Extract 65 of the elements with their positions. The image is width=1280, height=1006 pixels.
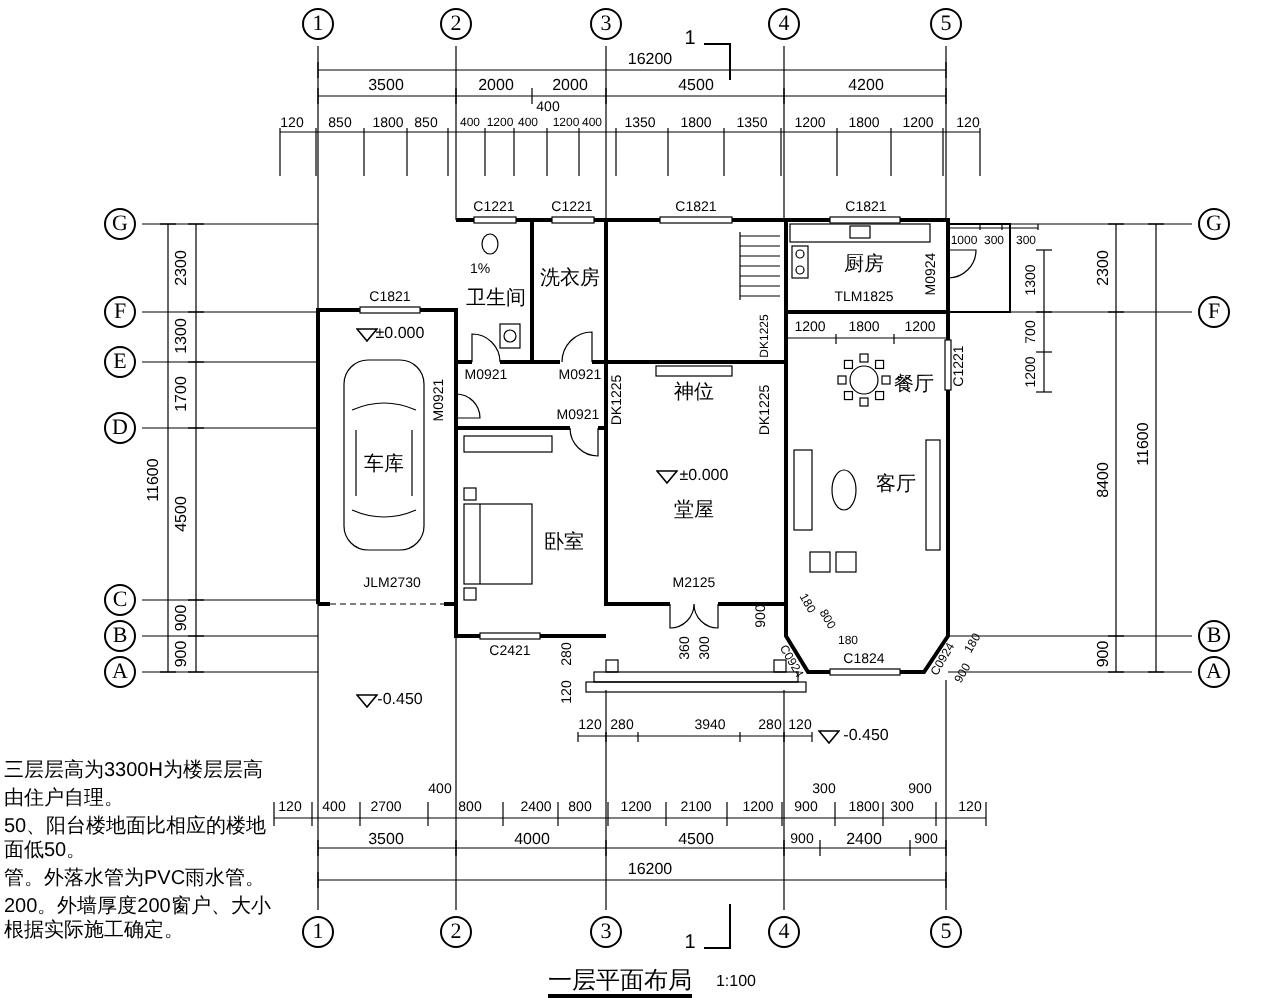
note-text: 200。外墙厚度200窗户、大小根据实际施工确定。 — [4, 896, 272, 944]
axis-bubble: E — [104, 346, 136, 378]
elevation-label: -0.450 — [843, 728, 889, 744]
dimension-label: 2000 — [552, 78, 588, 94]
axis-bubble: 1 — [302, 8, 334, 40]
scale-label: 1:100 — [715, 974, 757, 990]
room-name: 堂屋 — [674, 502, 714, 522]
dimension-label: 2300 — [1096, 250, 1112, 286]
axis-bubble: C — [104, 584, 136, 616]
dimension-label: 4000 — [514, 832, 550, 848]
axis-bubble: G — [104, 208, 136, 240]
axis-bubble: G — [1198, 208, 1230, 240]
axis-bubble: 5 — [930, 8, 962, 40]
axis-bubble: 2 — [440, 8, 472, 40]
room-name: 神位 — [674, 384, 714, 404]
note-text: 50、阳台楼地面比相应的楼地面低50。 — [4, 816, 269, 864]
room-name: 卧室 — [544, 534, 584, 554]
dimension-label: 4500 — [678, 832, 714, 848]
elevation-label: -0.450 — [377, 692, 423, 708]
dimension-label: 4500 — [678, 78, 714, 94]
dimension-label: 1300 — [174, 318, 190, 354]
dimension-label: 11600 — [1136, 422, 1152, 466]
axis-bubble: 5 — [930, 916, 962, 948]
axis-bubble: 4 — [768, 916, 800, 948]
axis-bubble: B — [1198, 620, 1230, 652]
elevation-label: ±0.000 — [679, 468, 729, 484]
section-label: 1 — [684, 934, 696, 954]
dimension-label: 2000 — [478, 78, 514, 94]
dimension-label: 11600 — [146, 458, 162, 502]
axis-bubble: 4 — [768, 8, 800, 40]
elevation-label: ±0.000 — [375, 326, 425, 342]
axis-bubble: 3 — [590, 8, 622, 40]
axis-bubble: B — [104, 620, 136, 652]
room-name: 客厅 — [876, 476, 916, 496]
dimension-label: 3500 — [368, 78, 404, 94]
room-name: 卫生间 — [466, 290, 526, 310]
room-name: 车库 — [364, 456, 404, 476]
axis-bubble: F — [1198, 296, 1230, 328]
drawing-title: 一层平面布局 — [548, 966, 692, 998]
dimension-label: 900 — [174, 604, 190, 632]
axis-bubble: D — [104, 412, 136, 444]
room-name: 餐厅 — [894, 376, 934, 396]
note-text: 三层层高为3300H为楼层层高 — [4, 760, 265, 784]
room-name: 厨房 — [844, 256, 884, 276]
axis-bubble: F — [104, 296, 136, 328]
axis-bubble: A — [104, 656, 136, 688]
room-name: 洗衣房 — [540, 270, 600, 290]
dimension-label: 16200 — [627, 862, 673, 878]
axis-bubble: 3 — [590, 916, 622, 948]
dimension-label: 8400 — [1096, 462, 1112, 498]
dimension-label: 1700 — [174, 376, 190, 412]
dimension-label: 900 — [174, 640, 190, 668]
section-label: 1 — [684, 30, 696, 50]
axis-bubble: A — [1198, 656, 1230, 688]
axis-bubble: 2 — [440, 916, 472, 948]
dimension-label: 4200 — [848, 78, 884, 94]
dimension-label: 4500 — [174, 496, 190, 532]
note-text: 由住户自理。 — [4, 788, 126, 812]
dimension-label: 16200 — [627, 52, 673, 68]
axis-bubble: 1 — [302, 916, 334, 948]
dimension-label: 2300 — [174, 250, 190, 286]
dimension-label: 3500 — [368, 832, 404, 848]
dimension-label: 2400 — [846, 832, 882, 848]
note-text: 管。外落水管为PVC雨水管。 — [4, 868, 268, 892]
dimension-label: 900 — [1096, 640, 1112, 668]
